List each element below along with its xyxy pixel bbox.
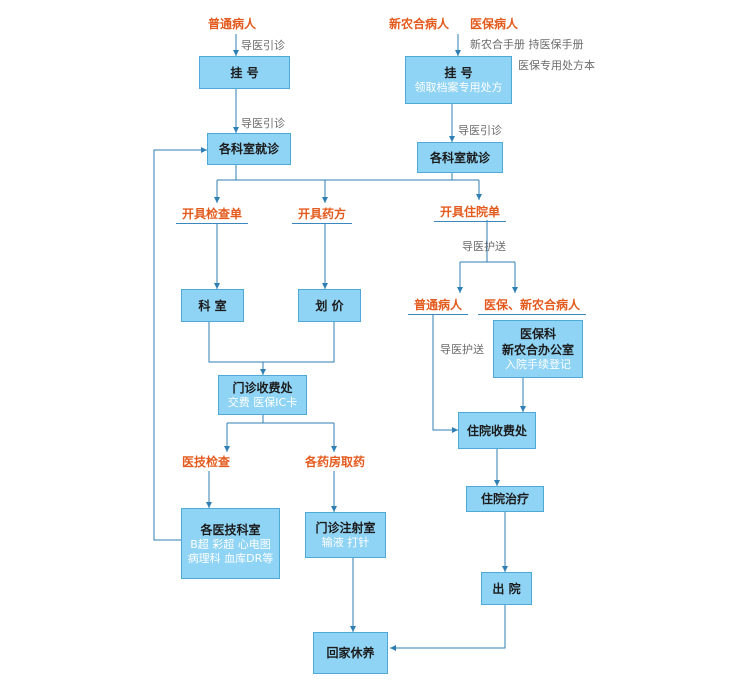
note-nurse-escort-2: 导医护送 <box>440 343 484 356</box>
note-guide-1: 导医引诊 <box>241 39 285 52</box>
title-insurance-xnh-patient: 医保、新农合病人 <box>478 297 587 315</box>
node-register-left: 挂 号 <box>199 56 290 89</box>
node-register-right-sub: 领取档案专用处方 <box>414 81 503 94</box>
title-prescribe-medicine: 开具药方 <box>292 206 353 224</box>
node-register-left-title: 挂 号 <box>230 65 259 80</box>
node-pricing: 划 价 <box>298 289 361 322</box>
node-outpatient-cashier: 门诊收费处 交费 医保IC卡 <box>218 375 307 415</box>
node-department-title: 科 室 <box>198 298 227 313</box>
node-injection-room-sub: 输液 打针 <box>321 536 370 549</box>
node-dept-visit-right: 各科室就诊 <box>417 142 503 173</box>
note-guide-3: 导医引诊 <box>458 124 502 137</box>
title-medtech-exam: 医技检查 <box>182 455 231 469</box>
node-medtech-depts-sub: B超 彩超 心电图 <box>190 537 271 551</box>
node-dept-visit-right-title: 各科室就诊 <box>429 150 490 165</box>
node-go-home: 回家休养 <box>313 632 388 674</box>
line-department-merge <box>208 322 335 363</box>
title-xnh-patient-top: 新农合病人 <box>389 17 450 31</box>
arrow-general-to-inpatient-cashier <box>432 314 458 433</box>
title-pharmacy-pickup: 各药房取药 <box>305 455 366 469</box>
title-prescribe-admission: 开具住院单 <box>434 204 507 222</box>
title-insurance-patient-top: 医保病人 <box>470 17 519 31</box>
node-insurance-office: 医保科 新农合办公室 入院手续登记 <box>493 320 583 378</box>
note-insurance-rx-book: 医保专用处方本 <box>518 59 595 72</box>
node-insurance-office-title: 医保科 <box>519 327 556 341</box>
node-pricing-title: 划 价 <box>315 298 344 313</box>
node-inpatient-cashier: 住院收费处 <box>458 412 536 449</box>
node-inpatient-cashier-title: 住院收费处 <box>466 423 527 438</box>
title-general-patient-top: 普通病人 <box>208 17 257 31</box>
node-register-right-title: 挂 号 <box>444 66 473 80</box>
node-go-home-title: 回家休养 <box>326 646 375 660</box>
title-general-patient-right: 普通病人 <box>408 297 469 315</box>
title-prescribe-exam: 开具检查单 <box>176 206 249 224</box>
node-injection-room: 门诊注射室 输液 打针 <box>305 512 386 558</box>
node-outpatient-cashier-title: 门诊收费处 <box>232 381 293 395</box>
node-department: 科 室 <box>181 289 244 322</box>
node-discharge: 出 院 <box>481 572 532 605</box>
node-medtech-depts-sub2: 病理科 血库DR等 <box>187 551 274 565</box>
note-nurse-escort-1: 导医护送 <box>462 240 506 253</box>
node-injection-room-title: 门诊注射室 <box>315 521 376 535</box>
node-discharge-title: 出 院 <box>492 581 521 596</box>
node-medtech-depts: 各医技科室 B超 彩超 心电图 病理科 血库DR等 <box>181 508 280 579</box>
node-inpatient-treatment-title: 住院治疗 <box>480 492 529 506</box>
node-outpatient-cashier-sub: 交费 医保IC卡 <box>227 396 298 409</box>
note-xnh-handbook: 新农合手册 持医保手册 <box>470 38 584 51</box>
node-medtech-depts-title: 各医技科室 <box>200 522 261 537</box>
node-inpatient-treatment: 住院治疗 <box>466 486 544 512</box>
node-insurance-office-title2: 新农合办公室 <box>501 343 574 357</box>
node-insurance-office-sub: 入院手续登记 <box>505 358 571 371</box>
node-register-right: 挂 号 领取档案专用处方 <box>405 56 512 104</box>
node-dept-visit-left-title: 各科室就诊 <box>218 142 279 156</box>
node-dept-visit-left: 各科室就诊 <box>207 133 291 165</box>
arrow-discharge-to-home <box>390 605 506 651</box>
arrow-feedback-to-dept <box>153 147 207 541</box>
note-guide-2: 导医引诊 <box>241 117 285 130</box>
